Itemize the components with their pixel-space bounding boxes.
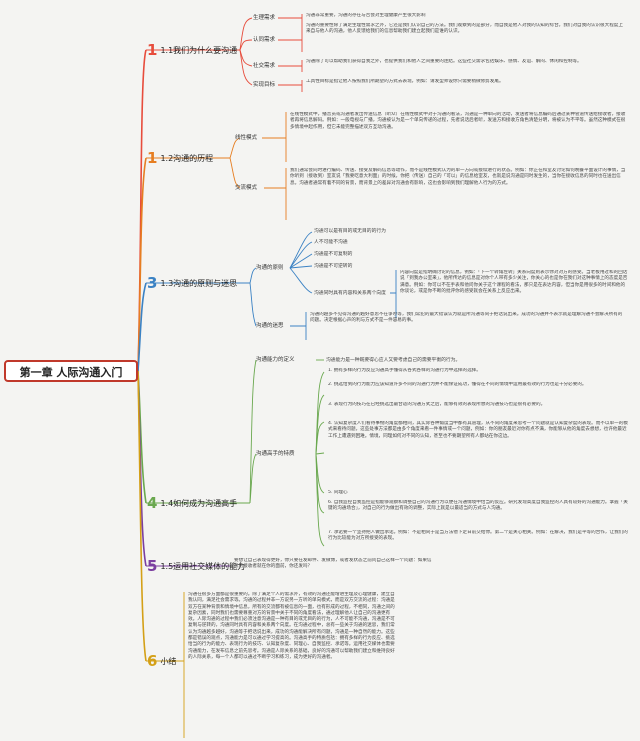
note-goals: 工具性目标是指让他人按照我们所期望的方式去表现，例如：请发型师设你只需要稍微修剪… [306, 79, 504, 84]
link-root-t6 [137, 370, 147, 662]
note-social-media: 要想让自己表现得更好，你只要在发邮件、发微博，或者发状态之前问自己这样一个问题：… [234, 558, 432, 570]
central-topic[interactable]: 第一章 人际沟通入门 [4, 360, 138, 382]
topic-number: 4 [147, 494, 158, 512]
topic-number: 5 [147, 557, 158, 575]
link-root-t2 [137, 157, 147, 372]
note-competence-definition: 沟通能力是一种既要得心应人又要考虑自己的需要平衡的行为。 [326, 358, 461, 363]
note-transactional-model: 我们通常会同时进行编码、传送、接受及解码信息等动作，而不是线性模式认为的单一方向… [290, 168, 626, 186]
subtopic-physiological[interactable]: 生理需求 [253, 15, 276, 21]
principle-content-relationship[interactable]: 沟通同时具有内容和关系两个向度 [314, 291, 386, 296]
note-content-relationship: 内容向度是指明确讨论的信息，例如：「下一个转角左转」关系向度则表示你对对方的感受… [400, 270, 628, 294]
note-identity: 沟通的重要性除了满足生理性需求之外，它还是我们认识自己的方法。我们观察到的是部分… [306, 23, 623, 35]
note-summary: 沟通在很多方面都是很重要的。除了满足个人的需求外，有效的沟通还能增进生理及心理健… [188, 592, 395, 660]
subtopic-principles[interactable]: 沟通的原则 [256, 265, 284, 271]
trait-6-self-monitoring: 6. 自我监控自我监控是指能够观察和调整自己的沟通行为以便在沟通情境中恰当的反应… [328, 500, 628, 512]
topic-label: 1.2沟通的历程 [160, 154, 214, 163]
subtopic-social[interactable]: 社交需求 [253, 63, 276, 69]
subtopic-competent-traits[interactable]: 沟通高手的特质 [256, 451, 295, 457]
principle-irreversible[interactable]: 沟通是不可逆转的 [314, 264, 353, 269]
note-myths: 沟通的越多不见得沟通的越好意思不在争吵等，我们常犯的最大错误认为就是所沟通等同于… [310, 312, 623, 324]
topic-label: 小结 [160, 657, 177, 666]
trait-1-behaviors: 1. 拥有多样的行为反应沟通高手懂得从各式各样的沟通行为中选择的选择。 [328, 368, 481, 373]
topic-number: 1 [147, 149, 158, 167]
subtopic-myths[interactable]: 沟通的迷思 [256, 323, 284, 329]
topic-label: 1.1我们为什么要沟通 [160, 46, 238, 55]
principle-purposeful[interactable]: 沟通可以是有目的或无目的的行为 [314, 229, 386, 234]
topic-label: 1.4如何成为沟通高手 [160, 499, 238, 508]
note-linear-model: 在线性模式中，播音员或沟通者发出传送信息（听众）在线性模式中对于沟通的看法，沟通… [290, 112, 626, 130]
principle-unrepeatable[interactable]: 沟通是不可复制的 [314, 252, 353, 257]
trait-3-skill: 3. 表现行为的技巧在已经挑选出最合适的沟通方式之后，能够有效的表现所想的沟通技… [328, 402, 546, 407]
link-root-t3 [137, 282, 147, 372]
principle-cannot-not-communicate[interactable]: 人不可能不沟通 [314, 240, 348, 245]
subtopic-goals[interactable]: 实现目标 [253, 82, 276, 88]
note-physiological: 沟通非常重要，沟通的存在与否会对生理健康产生很大影响 [306, 13, 426, 18]
topic-number: 1 [147, 41, 158, 59]
topic-number: 3 [147, 274, 158, 292]
topic-number: 6 [147, 652, 158, 670]
trait-7-commitment: 7. 承诺要一个坚持把人做出承诺。例如：不是相同于是当方法他下定日前交给你。第二… [328, 530, 628, 542]
trait-5-empathy: 5. 同理心 [328, 490, 348, 495]
note-social: 沟通除了可以帮助我们获得自我之外，也提供我们和他人之间重要的连结。这些社交需求包… [306, 59, 582, 64]
subtopic-linear-model[interactable]: 线性模式 [235, 135, 258, 141]
subtopic-identity[interactable]: 认同需求 [253, 37, 276, 43]
topic-label: 1.3沟通的原则与迷思 [160, 279, 238, 288]
subtopic-transactional-model[interactable]: 交流模式 [235, 185, 258, 191]
subtopic-competence-definition[interactable]: 沟通能力的定义 [256, 357, 295, 363]
trait-4-cognitive-complexity: 4. 认知复杂度人们看待事物的角度都相同，其实际各种角度当中都有其道理，从不同的… [328, 421, 628, 439]
trait-2-choose: 2. 挑选恰到的行为能力应该知道许多不同的沟通行为并不能保证成功，懂得在不同的情… [328, 382, 587, 387]
topic-label: 1.5运用社交媒体的能力 [160, 562, 246, 571]
